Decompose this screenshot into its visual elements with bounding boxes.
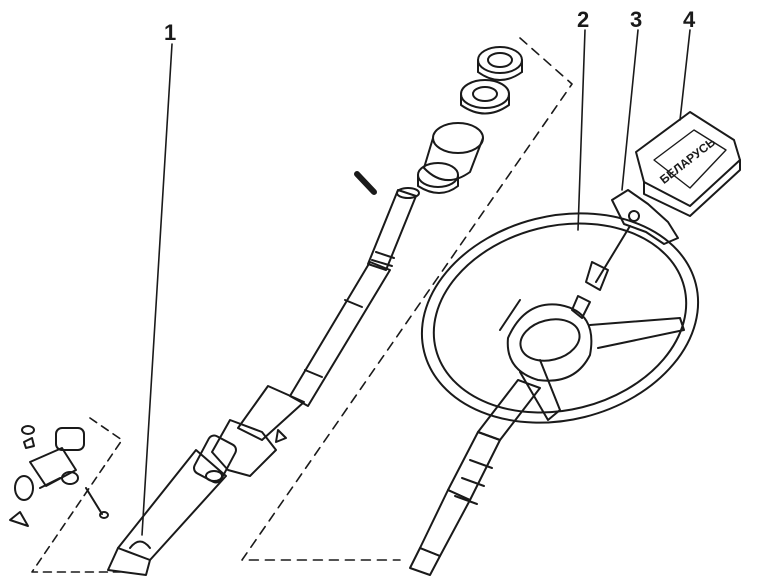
horn-pad <box>635 111 741 217</box>
callout-3: 3 <box>630 7 643 32</box>
dashed-guide-small <box>31 417 123 573</box>
steering-shaft <box>237 187 420 441</box>
wheel-hub-shaft <box>409 379 541 576</box>
pin <box>354 171 377 195</box>
upper-nut <box>477 46 523 81</box>
callout-2: 2 <box>577 7 590 32</box>
callout-4: 4 <box>683 7 696 32</box>
upper-washer <box>460 79 510 115</box>
column-tube <box>107 419 287 576</box>
steering-wheel <box>420 212 700 424</box>
callout-1: 1 <box>164 20 177 45</box>
leader-lines <box>141 29 691 536</box>
horn-pad-inscription: БЕЛАРУСЬ <box>657 135 718 187</box>
dashed-guide-main <box>241 37 573 561</box>
bearing-bushing <box>417 122 484 194</box>
retainer-parts <box>571 189 679 319</box>
cardan-joint <box>9 425 109 527</box>
